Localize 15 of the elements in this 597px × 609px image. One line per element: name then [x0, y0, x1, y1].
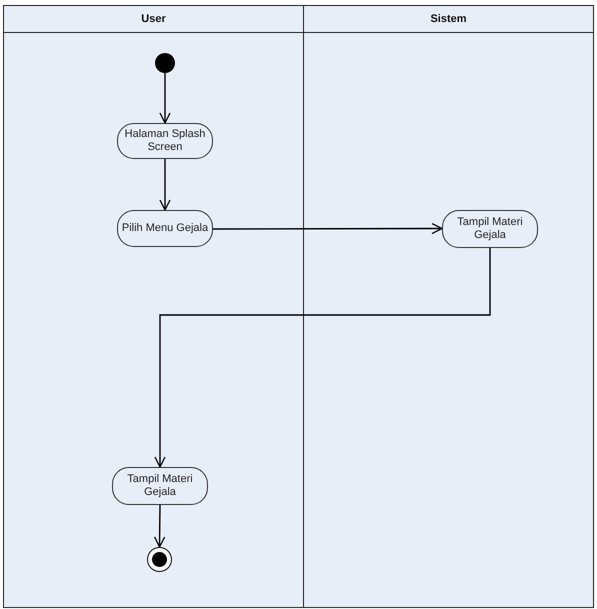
control-flow-arrow [213, 222, 443, 234]
control-flow-arrow [159, 159, 171, 211]
control-flow-arrow [154, 248, 491, 468]
action-box: Halaman Splash Screen [117, 123, 213, 159]
control-flow-arrow [159, 73, 171, 124]
lane-header: User [4, 6, 303, 33]
lane-header: Sistem [304, 6, 593, 33]
swimlane [303, 5, 594, 608]
action-box: Tampil Materi Gejala [112, 467, 208, 505]
control-flow-arrow [154, 505, 166, 548]
action-box: Pilih Menu Gejala [117, 210, 213, 247]
action-box: Tampil Materi Gejala [442, 210, 538, 248]
swimlane [3, 5, 304, 608]
initial-node [155, 53, 175, 73]
final-node [147, 547, 172, 572]
